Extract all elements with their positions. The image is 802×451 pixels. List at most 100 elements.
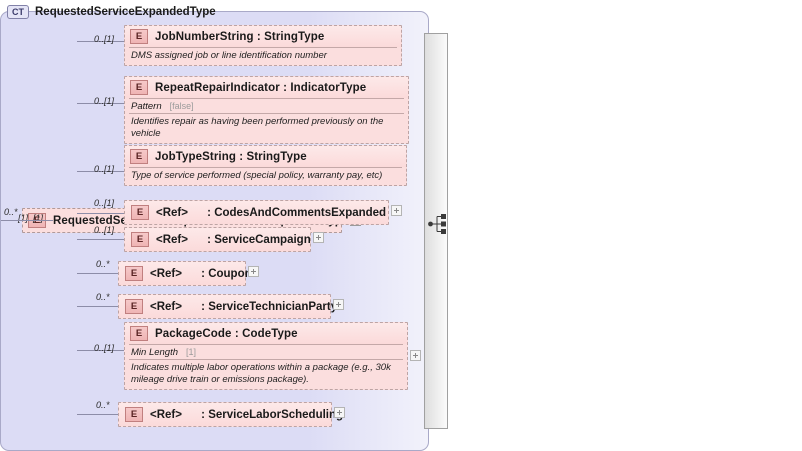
- row-connector-2: [77, 103, 124, 104]
- child-type-8: CodeType: [242, 327, 298, 340]
- expand-toggle-4[interactable]: [391, 205, 402, 216]
- expand-toggle-5[interactable]: [313, 232, 324, 243]
- child-type-4: CodesAndCommentsExpanded: [214, 206, 387, 219]
- child-type-6: Coupon: [208, 267, 252, 280]
- child-header-5: E <Ref> : ServiceCampaign: [125, 228, 311, 251]
- child-label-1: JobNumberString : StringType: [155, 31, 324, 43]
- row-connector-9: [77, 414, 118, 415]
- expand-toggle-6[interactable]: [248, 266, 259, 277]
- element-icon: E: [125, 299, 143, 314]
- child-type-1: StringType: [264, 30, 325, 43]
- row-cardinality-9: 0..*: [96, 400, 110, 410]
- row-cardinality-2: 0..[1]: [94, 96, 115, 106]
- element-icon: E: [131, 232, 149, 247]
- row-cardinality-5: 0..[1]: [94, 225, 115, 235]
- complextype-title: RequestedServiceExpandedType: [35, 6, 216, 18]
- row-connector-1: [77, 41, 124, 42]
- child-node-packagecode[interactable]: E PackageCode : CodeType Min Length [1] …: [124, 322, 408, 390]
- child-node-jobnumberstring[interactable]: E JobNumberString : StringType DMS assig…: [124, 25, 402, 66]
- divider: [129, 344, 403, 345]
- row-connector-5: [77, 239, 124, 240]
- child-type-7: ServiceTechnicianParty: [208, 300, 338, 313]
- child-annotation-1: DMS assigned job or line identification …: [131, 50, 327, 61]
- child-annotation-8: Indicates multiple labor operations with…: [131, 362, 391, 385]
- expand-toggle-9[interactable]: [334, 407, 345, 418]
- divider: [129, 359, 403, 360]
- child-header-8: E PackageCode : CodeType: [125, 323, 407, 344]
- child-node-ref-servicecampaign[interactable]: E <Ref> : ServiceCampaign: [124, 227, 311, 252]
- child-separator-2: :: [279, 81, 291, 94]
- row-cardinality-4: 0..[1]: [94, 198, 115, 208]
- child-type-3: StringType: [246, 150, 307, 163]
- row-connector-3: [77, 171, 124, 172]
- child-node-ref-servicelaborscheduling[interactable]: E <Ref> : ServiceLaborScheduling: [118, 402, 343, 427]
- child-label-3: JobTypeString : StringType: [155, 151, 307, 163]
- child-annotation-2: Identifies repair as having been perform…: [131, 116, 384, 139]
- child-annotation-3: Type of service performed (special polic…: [131, 170, 383, 181]
- child-node-ref-servicetechnicianparty[interactable]: E <Ref> : ServiceTechnicianParty: [118, 294, 337, 319]
- child-separator-6: :: [197, 267, 209, 280]
- row-cardinality-6: 0..*: [96, 259, 110, 269]
- divider: [129, 113, 404, 114]
- child-label-2: RepeatRepairIndicator : IndicatorType: [155, 82, 366, 94]
- row-connector-8: [77, 350, 124, 351]
- complextype-panel: CT RequestedServiceExpandedType [1]..[1]…: [0, 5, 448, 451]
- element-icon: E: [130, 29, 148, 44]
- child-name-2: RepeatRepairIndicator: [155, 81, 280, 94]
- child-header-2: E RepeatRepairIndicator : IndicatorType: [125, 77, 408, 98]
- child-type-2: IndicatorType: [290, 81, 367, 94]
- row-cardinality-3: 0..[1]: [94, 164, 115, 174]
- child-label-7: <Ref> : ServiceTechnicianParty: [150, 301, 337, 313]
- element-icon: E: [125, 407, 143, 422]
- child-node-ref-codesandcommentsexpanded[interactable]: E <Ref> : CodesAndCommentsExpanded: [124, 200, 389, 225]
- child-node-ref-coupon[interactable]: E <Ref> : Coupon: [118, 261, 252, 286]
- child-separator-3: :: [235, 150, 247, 163]
- sequence-inbound-line: [1, 220, 53, 221]
- child-node-jobtypestring[interactable]: E JobTypeString : StringType Type of ser…: [124, 145, 407, 186]
- sequence-cardinality: [1]..[1]: [18, 213, 44, 223]
- child-header-6: E <Ref> : Coupon: [119, 262, 252, 285]
- child-name-8: PackageCode: [155, 327, 232, 340]
- row-cardinality-7: 0..*: [96, 292, 110, 302]
- divider: [129, 98, 404, 99]
- child-name-4: <Ref>: [156, 206, 188, 219]
- child-facet-8: Min Length [1]: [125, 345, 407, 359]
- row-cardinality-8: 0..[1]: [94, 343, 115, 353]
- expand-toggle-8[interactable]: [410, 350, 421, 361]
- row-connector-6: [77, 273, 124, 274]
- child-name-6: <Ref>: [150, 267, 182, 280]
- facet-label-2: Pattern: [131, 101, 162, 112]
- row-connector-4: [77, 213, 124, 214]
- element-icon: E: [130, 149, 148, 164]
- child-name-5: <Ref>: [156, 233, 188, 246]
- child-separator-5: :: [203, 233, 215, 246]
- child-separator-8: :: [231, 327, 243, 340]
- child-label-5: <Ref> : ServiceCampaign: [156, 234, 311, 246]
- child-separator-9: :: [197, 408, 209, 421]
- child-header-4: E <Ref> : CodesAndCommentsExpanded: [125, 201, 388, 224]
- element-icon: E: [125, 266, 143, 281]
- row-cardinality-1: 0..[1]: [94, 34, 115, 44]
- child-separator-1: :: [253, 30, 265, 43]
- child-header-1: E JobNumberString : StringType: [125, 26, 401, 47]
- child-node-repeatrepairindicator[interactable]: E RepeatRepairIndicator : IndicatorType …: [124, 76, 409, 144]
- child-label-9: <Ref> : ServiceLaborScheduling: [150, 409, 343, 421]
- child-label-4: <Ref> : CodesAndCommentsExpanded: [156, 207, 386, 219]
- child-label-8: PackageCode : CodeType: [155, 328, 298, 340]
- child-name-9: <Ref>: [150, 408, 182, 421]
- facet-value-8: [1]: [186, 347, 197, 357]
- child-separator-4: :: [203, 206, 215, 219]
- row-connector-7: [77, 306, 118, 307]
- divider: [129, 47, 397, 48]
- child-name-7: <Ref>: [150, 300, 182, 313]
- child-type-9: ServiceLaborScheduling: [208, 408, 344, 421]
- child-facet-2: Pattern [false]: [125, 99, 408, 113]
- element-icon: E: [131, 205, 149, 220]
- element-icon: E: [130, 80, 148, 95]
- sequence-icon: [428, 214, 446, 234]
- element-icon: E: [130, 326, 148, 341]
- child-name-3: JobTypeString: [155, 150, 236, 163]
- child-header-3: E JobTypeString : StringType: [125, 146, 406, 167]
- expand-toggle-7[interactable]: [333, 299, 344, 310]
- facet-value-2: [false]: [169, 101, 194, 111]
